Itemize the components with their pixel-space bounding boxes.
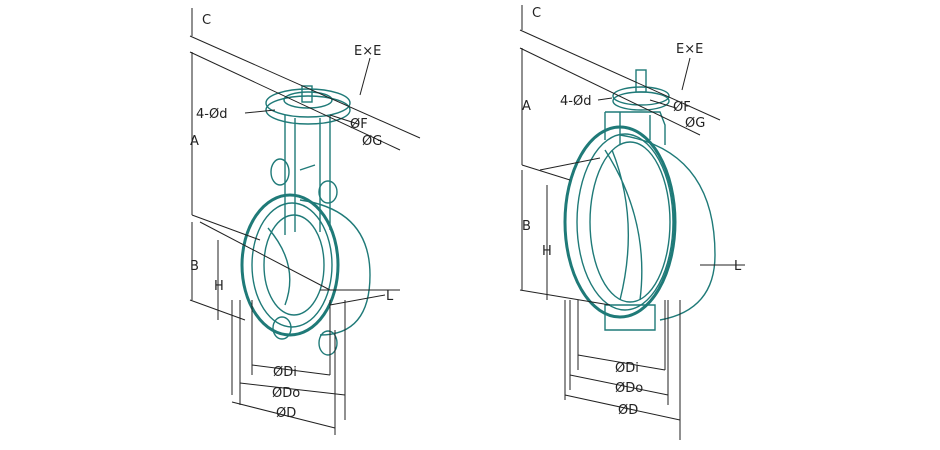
- right-dimension-lines: [519, 5, 745, 440]
- label-exe: E×E: [676, 42, 703, 57]
- label-b: B: [190, 259, 199, 274]
- label-a: A: [190, 134, 199, 149]
- label-f: ØF: [350, 117, 368, 132]
- label-h: H: [542, 244, 552, 259]
- label-do: ØDo: [272, 386, 300, 401]
- label-d: ØD: [276, 406, 296, 421]
- label-l: L: [734, 259, 742, 274]
- label-g: ØG: [362, 134, 382, 149]
- lug-butterfly-valve-drawing: [240, 85, 371, 356]
- label-b: B: [522, 219, 531, 234]
- label-g: ØG: [685, 116, 705, 131]
- label-f: ØF: [673, 100, 691, 115]
- right-labels: C E×E 4-Ød ØF ØG A B H L ØDi ØDo ØD: [522, 6, 742, 418]
- label-do: ØDo: [615, 381, 643, 396]
- wafer-butterfly-valve-drawing: [563, 69, 716, 331]
- label-di: ØDi: [273, 365, 297, 380]
- left-dimension-lines: [189, 8, 421, 435]
- label-l: L: [386, 289, 394, 304]
- label-d: ØD: [618, 403, 638, 418]
- label-c: C: [532, 6, 541, 21]
- label-di: ØDi: [615, 361, 639, 376]
- label-h: H: [214, 279, 224, 294]
- label-a: A: [522, 99, 531, 114]
- left-labels: C E×E 4-Ød ØF ØG A B H L ØDi ØDo ØD: [190, 13, 394, 421]
- label-bolt-holes: 4-Ød: [560, 94, 591, 109]
- label-c: C: [202, 13, 211, 28]
- label-exe: E×E: [354, 44, 381, 59]
- label-bolt-holes: 4-Ød: [196, 107, 227, 122]
